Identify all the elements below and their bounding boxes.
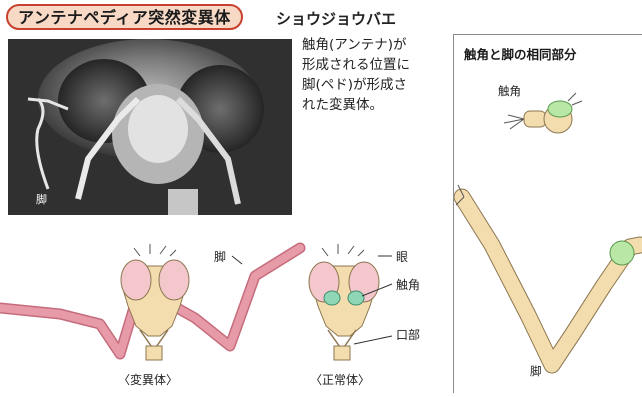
diagram-illustration — [0, 242, 393, 361]
diagram-eye-label: 眼 — [396, 250, 409, 264]
fly-photo-image — [8, 39, 292, 215]
sem-photo: 脚 — [8, 39, 292, 215]
panel-antenna-label: 触角 — [498, 84, 521, 98]
diagram-leg-label: 脚 — [214, 250, 227, 264]
antenna-drawing — [503, 92, 583, 134]
description-line: 形成される位置に — [302, 57, 410, 73]
leg-drawing — [454, 184, 642, 374]
description: 触角(アンテナ)が 形成される位置に 脚(ペド)が形成さ れた変異体。 — [302, 35, 452, 115]
homology-panel: 触角と脚の相同部分 触角 脚 — [453, 34, 642, 393]
diagram-antenna-label: 触角 — [396, 278, 421, 292]
homology-illustration — [454, 92, 642, 374]
leg-pointer — [231, 255, 243, 265]
mutant-right-leg — [164, 242, 306, 352]
normal-head — [308, 244, 393, 361]
mutant-normal-diagram: 脚 眼 触角 口部 〈変異体〉 〈正常体〉 — [0, 226, 452, 393]
description-line: 脚(ペド)が形成さ — [302, 77, 408, 93]
mutant-left-leg — [0, 298, 141, 360]
photo-leg-label: 脚 — [36, 193, 47, 206]
diagram-mouth-label: 口部 — [396, 328, 421, 342]
description-line: 触角(アンテナ)が — [302, 37, 407, 53]
panel-title: 触角と脚の相同部分 — [464, 47, 577, 62]
mutant-head — [120, 244, 190, 361]
mutant-caption: 〈変異体〉 — [118, 373, 179, 387]
normal-caption: 〈正常体〉 — [310, 373, 371, 387]
description-line: れた変異体。 — [302, 97, 383, 113]
panel-leg-label: 脚 — [530, 364, 542, 378]
species-name: ショウジョウバエ — [276, 10, 397, 28]
page-title: アンテナペディア突然変異体 — [6, 4, 243, 30]
